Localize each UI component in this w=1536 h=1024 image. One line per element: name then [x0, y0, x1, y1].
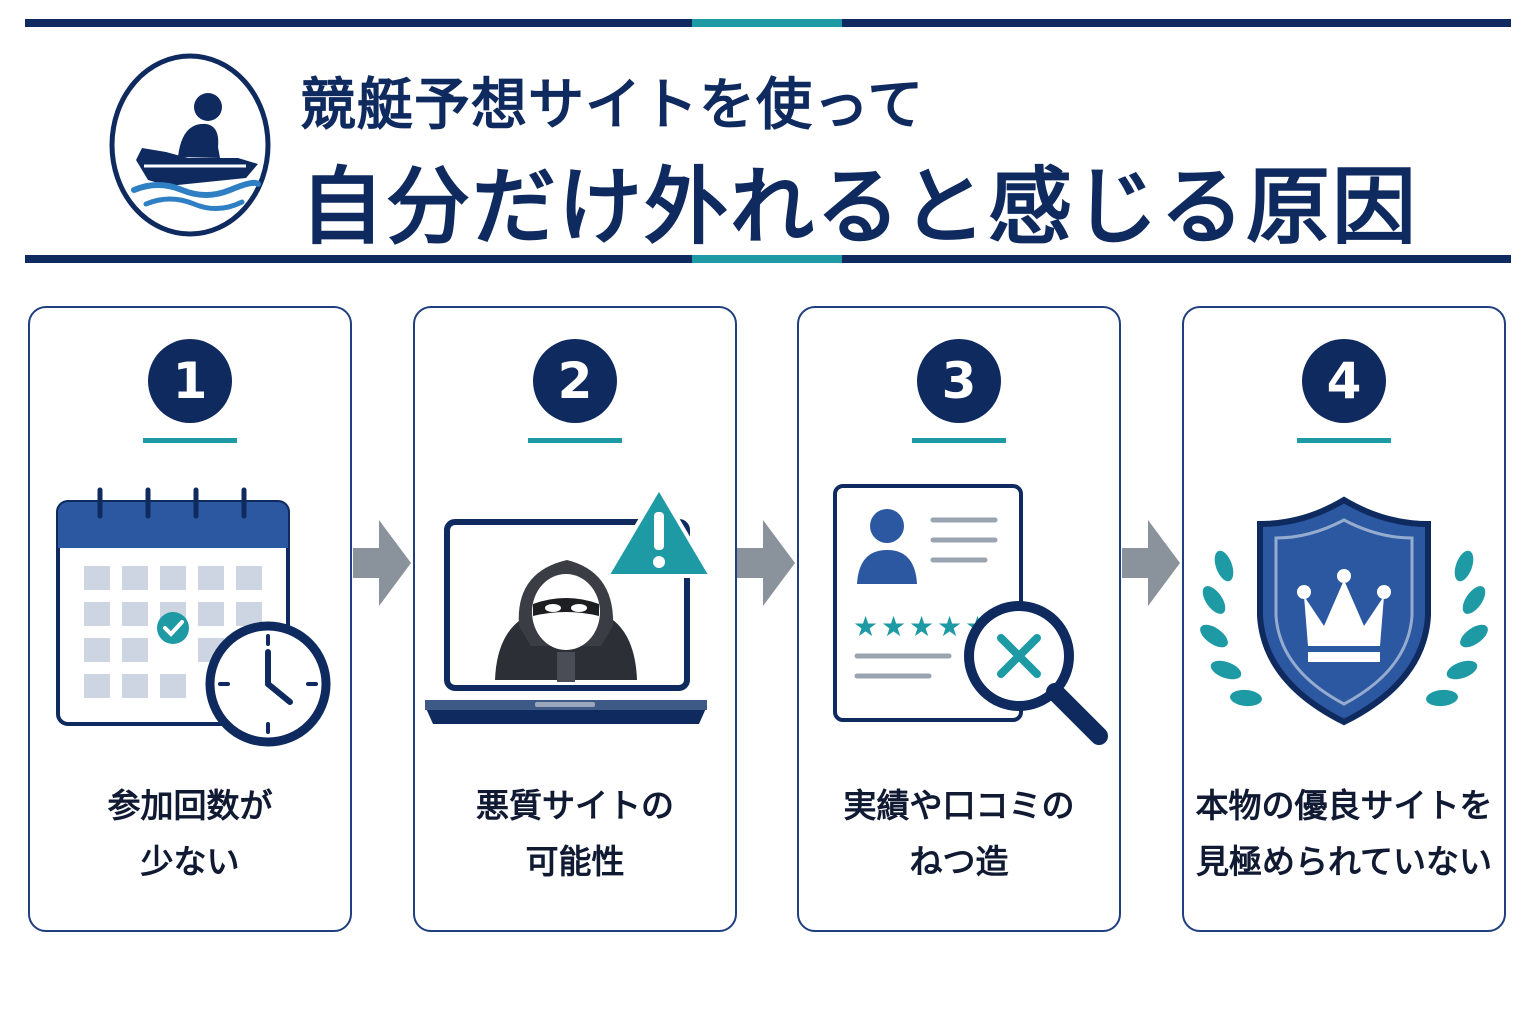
number-underline [1297, 438, 1391, 443]
cause-label: 参加回数が 少ない [30, 778, 350, 890]
cause-number-badge: 4 [1302, 339, 1386, 423]
bottom-rule [25, 255, 1511, 263]
svg-text:★: ★ [909, 610, 934, 643]
number-underline [528, 438, 622, 443]
arrow-right-icon [1122, 520, 1180, 606]
cause-label-line-1: 参加回数が [107, 786, 273, 825]
cause-card-4: 4 本物の優良サイトを 見極められていない [1182, 306, 1506, 932]
svg-text:★: ★ [853, 610, 878, 643]
number-underline [143, 438, 237, 443]
cause-label-line-1: 実績や口コミの [843, 786, 1075, 825]
bottom-rule-accent [692, 255, 842, 263]
cause-label-line-2: ねつ造 [909, 842, 1009, 881]
arrow-right-icon [737, 520, 795, 606]
speedboat-logo-icon [109, 53, 271, 237]
cause-number-badge: 2 [533, 339, 617, 423]
top-rule [25, 19, 1511, 27]
title-line-2: 自分だけ外れると感じる原因 [300, 158, 1419, 256]
cause-number-badge: 1 [148, 339, 232, 423]
calendar-clock-icon [56, 487, 331, 747]
title-line-1: 競艇予想サイトを使って [300, 73, 925, 138]
number-underline [912, 438, 1006, 443]
cause-label-line-2: 見極められていない [1195, 842, 1492, 881]
cause-label-line-2: 少ない [140, 842, 240, 881]
cause-label-line-2: 可能性 [525, 842, 625, 881]
svg-text:★: ★ [881, 610, 906, 643]
cause-label: 本物の優良サイトを 見極められていない [1184, 778, 1504, 890]
cause-card-1: 1 参加回数が 少ない [28, 306, 352, 932]
cause-label: 悪質サイトの 可能性 [415, 778, 735, 890]
cause-number-badge: 3 [917, 339, 1001, 423]
cause-card-3: 3 ★★★★★ 実績や口コミの ねつ造 [797, 306, 1121, 932]
arrow-right-icon [353, 520, 411, 606]
shield-crown-laurel-icon [1200, 496, 1488, 726]
cause-label-line-1: 本物の優良サイトを [1195, 786, 1493, 825]
svg-text:★: ★ [937, 610, 962, 643]
review-magnifier-x-icon: ★★★★★ [833, 484, 1108, 745]
hacker-laptop-warning-icon [425, 486, 713, 724]
cause-label: 実績や口コミの ねつ造 [799, 778, 1119, 890]
cause-label-line-1: 悪質サイトの [476, 786, 674, 825]
cause-card-2: 2 悪質サイトの 可能性 [413, 306, 737, 932]
top-rule-accent [692, 19, 842, 27]
